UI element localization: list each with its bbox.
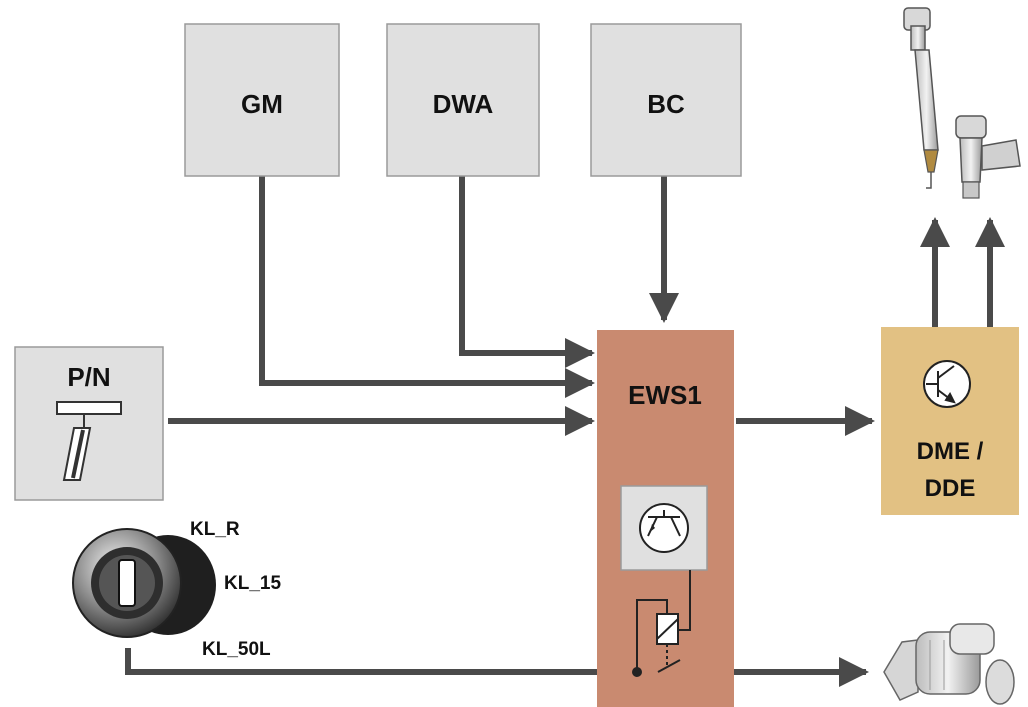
relay-icon	[636, 570, 691, 673]
selector-switch-icon	[56, 401, 122, 481]
kl-50l-label: KL_50L	[202, 639, 271, 660]
ignition-lock-icon	[72, 528, 216, 638]
module-ews1: EWS1	[597, 330, 734, 707]
module-ews1-label: EWS1	[628, 380, 702, 410]
line-gm-to-ews	[259, 176, 595, 398]
fuel-injector-icon-2	[955, 115, 1021, 199]
module-dme-dde: DME / DDE	[881, 327, 1019, 515]
module-pn: P/N	[14, 346, 164, 501]
junction-dot	[632, 667, 642, 677]
fuel-injector-icon	[903, 7, 939, 189]
module-dwa: DWA	[386, 23, 540, 177]
module-pn-label: P/N	[67, 362, 110, 392]
connections	[125, 176, 1005, 687]
line-dwa-to-ews	[459, 176, 595, 368]
starter-motor-icon	[883, 623, 1015, 705]
transistor-icon-dme	[923, 360, 971, 408]
kl-15-label: KL_15	[224, 573, 281, 594]
module-dme-label-line2: DDE	[925, 475, 976, 502]
transistor-icon	[620, 485, 708, 571]
module-gm: GM	[184, 23, 340, 177]
module-dwa-label: DWA	[433, 89, 494, 119]
module-bc: BC	[590, 23, 742, 177]
module-gm-label: GM	[241, 89, 283, 119]
module-bc-label: BC	[647, 89, 685, 119]
kl-r-label: KL_R	[190, 519, 240, 540]
module-dme-label-line1: DME /	[917, 438, 984, 465]
